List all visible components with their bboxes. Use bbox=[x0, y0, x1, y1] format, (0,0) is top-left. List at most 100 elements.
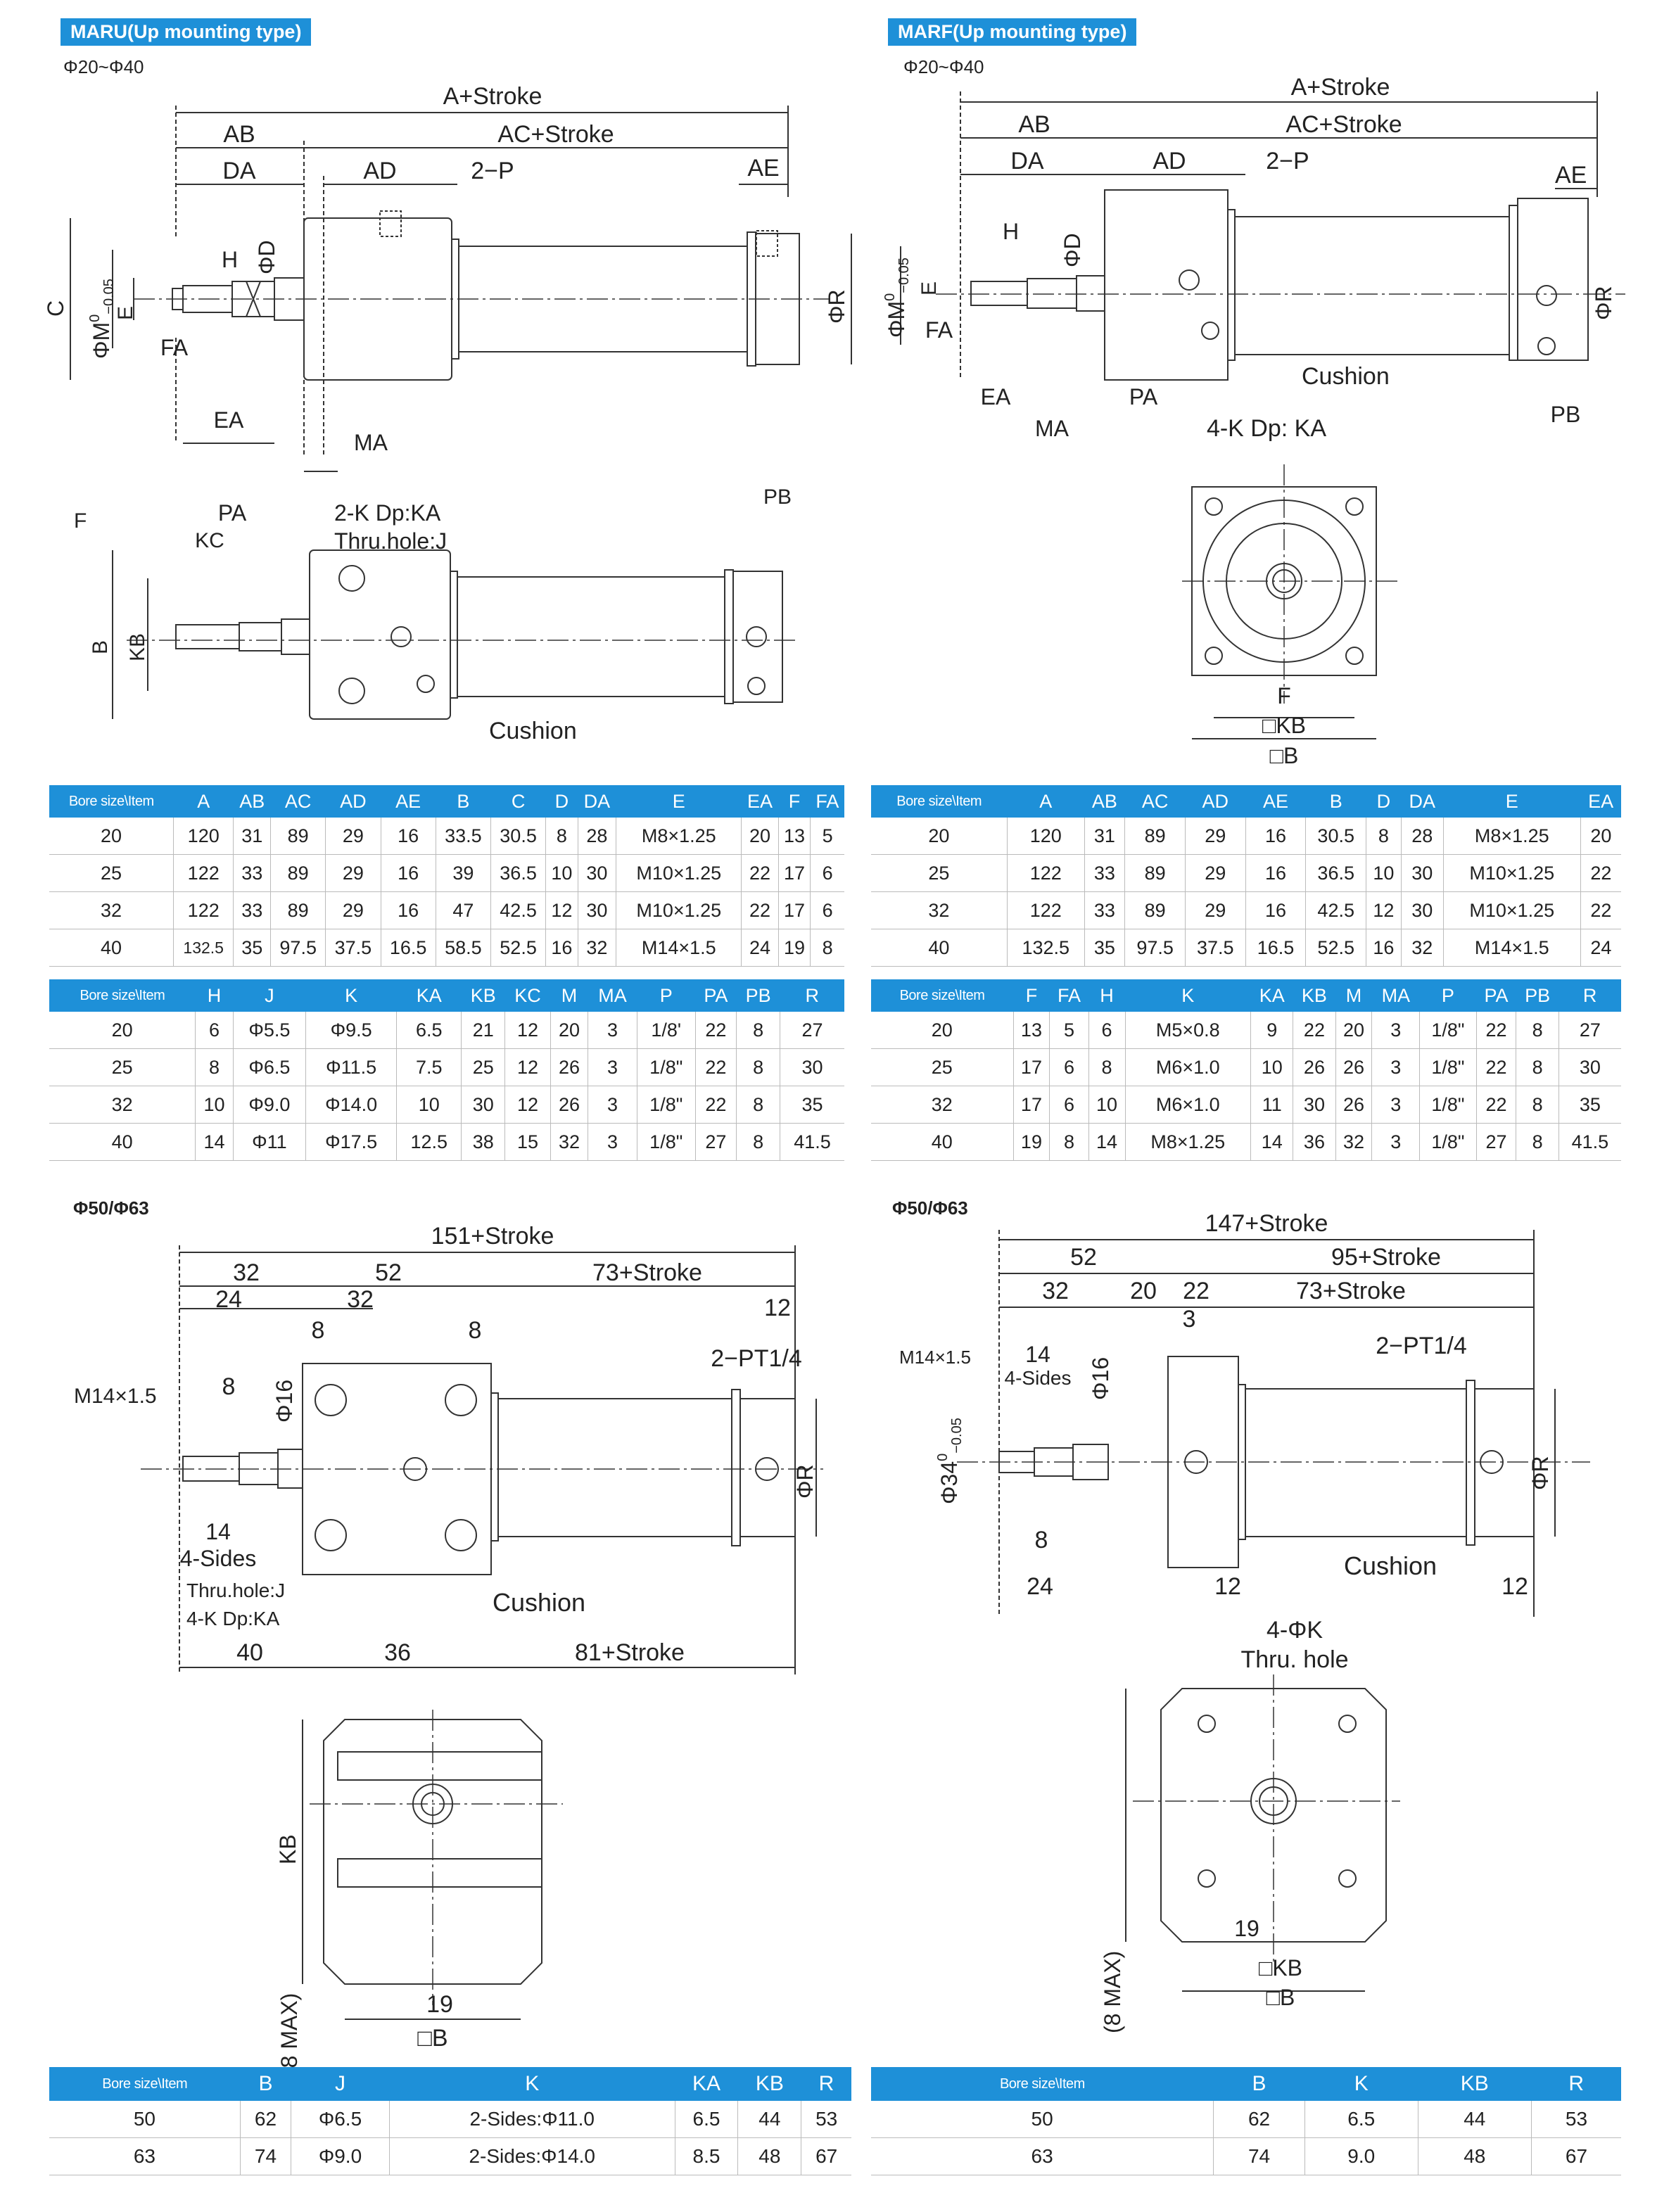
column-header: Bore size\Item bbox=[49, 785, 174, 818]
table-cell: 7.5 bbox=[396, 1048, 462, 1086]
column-header: AC bbox=[270, 785, 326, 818]
table-cell: 6 bbox=[1088, 1012, 1126, 1049]
table-cell: 9.0 bbox=[1304, 2137, 1418, 2175]
table-cell: 97.5 bbox=[270, 929, 326, 967]
table-cell: 32 bbox=[1401, 929, 1444, 967]
table-cell: 15 bbox=[504, 1123, 551, 1161]
column-header: R bbox=[780, 979, 844, 1012]
table-cell: 40 bbox=[49, 1123, 196, 1161]
column-header: F bbox=[778, 785, 811, 818]
table-cell: 16 bbox=[1245, 891, 1307, 929]
table-cell: 41.5 bbox=[1558, 1123, 1621, 1161]
table-cell: 1/8" bbox=[1419, 1086, 1477, 1124]
table-cell: 52.5 bbox=[1305, 929, 1367, 967]
label-phi-r-2: ΦR bbox=[1591, 286, 1616, 320]
column-header: R bbox=[1558, 979, 1621, 1012]
column-header: FA bbox=[810, 785, 844, 818]
table-cell: 9 bbox=[1250, 1012, 1294, 1049]
table-cell: 8 bbox=[736, 1012, 781, 1049]
table-cell: 41.5 bbox=[780, 1123, 844, 1161]
table-cell: 20 bbox=[49, 1012, 196, 1049]
column-header: KA bbox=[675, 2067, 738, 2101]
label-52-2: 52 bbox=[1070, 1244, 1097, 1271]
table-cell: 32 bbox=[49, 891, 174, 929]
column-header: Bore size\Item bbox=[871, 785, 1008, 818]
column-header: FA bbox=[1049, 979, 1089, 1012]
column-header: EA bbox=[1580, 785, 1621, 818]
maru-large-end-drawing: KB (8 MAX) 19 □B bbox=[275, 1710, 591, 2076]
table-cell: Φ9.0 bbox=[233, 1086, 307, 1124]
label-12-2: 12 bbox=[1214, 1573, 1241, 1600]
column-header: MA bbox=[1371, 979, 1420, 1012]
table-cell: 19 bbox=[1013, 1123, 1050, 1161]
table-cell: 1/8" bbox=[1419, 1012, 1477, 1049]
table-cell: 33 bbox=[233, 854, 272, 892]
label-h: H bbox=[222, 247, 238, 272]
column-header: M bbox=[1335, 979, 1372, 1012]
table-cell: 22 bbox=[695, 1048, 737, 1086]
table-cell: Φ9.0 bbox=[291, 2137, 390, 2175]
marf-large-bore-label: Φ50/Φ63 bbox=[892, 1197, 968, 1219]
column-header: A bbox=[173, 785, 234, 818]
maru-large-side-drawing: 151+Stroke 32 52 73+Stroke 24 32 8 8 12 … bbox=[70, 1217, 844, 1682]
table-cell: 16 bbox=[381, 854, 436, 892]
column-header: KB bbox=[461, 979, 505, 1012]
table-cell: 24 bbox=[1580, 929, 1621, 967]
table-cell: 20 bbox=[871, 1012, 1014, 1049]
table-cell: 17 bbox=[778, 891, 811, 929]
column-header: M bbox=[550, 979, 588, 1012]
column-header: AD bbox=[325, 785, 381, 818]
table-cell: 6 bbox=[1049, 1048, 1089, 1086]
table-cell: 50 bbox=[49, 2101, 241, 2138]
table-cell: 6.5 bbox=[1304, 2101, 1418, 2138]
table-cell: 10 bbox=[1088, 1086, 1126, 1124]
table-cell: 22 bbox=[695, 1086, 737, 1124]
marf-small-side-drawing: A+Stroke AB AC+Stroke DA AD 2−P AE H ΦD … bbox=[880, 70, 1653, 450]
table-cell: 10 bbox=[195, 1086, 234, 1124]
table-cell: M10×1.25 bbox=[616, 854, 742, 892]
table-cell: 2-Sides:Φ11.0 bbox=[389, 2101, 675, 2138]
table-cell: 74 bbox=[240, 2137, 292, 2175]
table-cell: 122 bbox=[1007, 891, 1085, 929]
table-cell: 16 bbox=[1245, 818, 1307, 855]
table-cell: 8 bbox=[1516, 1123, 1559, 1161]
column-header: MA bbox=[588, 979, 637, 1012]
table-cell: Φ5.5 bbox=[233, 1012, 307, 1049]
table-cell: 63 bbox=[871, 2137, 1214, 2175]
column-header: KA bbox=[396, 979, 462, 1012]
label-pb: PB bbox=[763, 485, 792, 509]
column-header: PA bbox=[1476, 979, 1516, 1012]
table-cell: Φ9.5 bbox=[305, 1012, 398, 1049]
table-cell: 63 bbox=[49, 2137, 241, 2175]
table-cell: 12 bbox=[545, 891, 578, 929]
table-cell: 10 bbox=[396, 1086, 462, 1124]
table-cell: 32 bbox=[871, 1086, 1014, 1124]
column-header: B bbox=[240, 2067, 291, 2101]
label-32-c: 32 bbox=[1042, 1278, 1069, 1304]
table-cell: 3 bbox=[588, 1012, 637, 1049]
label-4-sides-2: 4-Sides bbox=[1005, 1367, 1072, 1389]
table-cell: 30 bbox=[1401, 854, 1444, 892]
table-cell: 8 bbox=[1366, 818, 1402, 855]
label-thru-hole: Thru. hole bbox=[1240, 1646, 1348, 1673]
table-cell: 31 bbox=[233, 818, 272, 855]
table-cell: 3 bbox=[1371, 1048, 1421, 1086]
column-header: Bore size\Item bbox=[871, 979, 1013, 1012]
label-2pt: 2−PT1/4 bbox=[711, 1345, 801, 1372]
label-sq-b: □B bbox=[1270, 743, 1299, 768]
column-header: AD bbox=[1185, 785, 1246, 818]
label-phi-r-4: ΦR bbox=[1528, 1456, 1553, 1490]
table-cell: 120 bbox=[1007, 818, 1085, 855]
table-cell: 22 bbox=[741, 854, 779, 892]
label-ma-2: MA bbox=[1035, 416, 1069, 441]
label-52: 52 bbox=[375, 1259, 402, 1286]
label-phi16: Φ16 bbox=[272, 1380, 297, 1423]
label-phi-r: ΦR bbox=[824, 289, 849, 324]
table-cell: 74 bbox=[1213, 2137, 1305, 2175]
